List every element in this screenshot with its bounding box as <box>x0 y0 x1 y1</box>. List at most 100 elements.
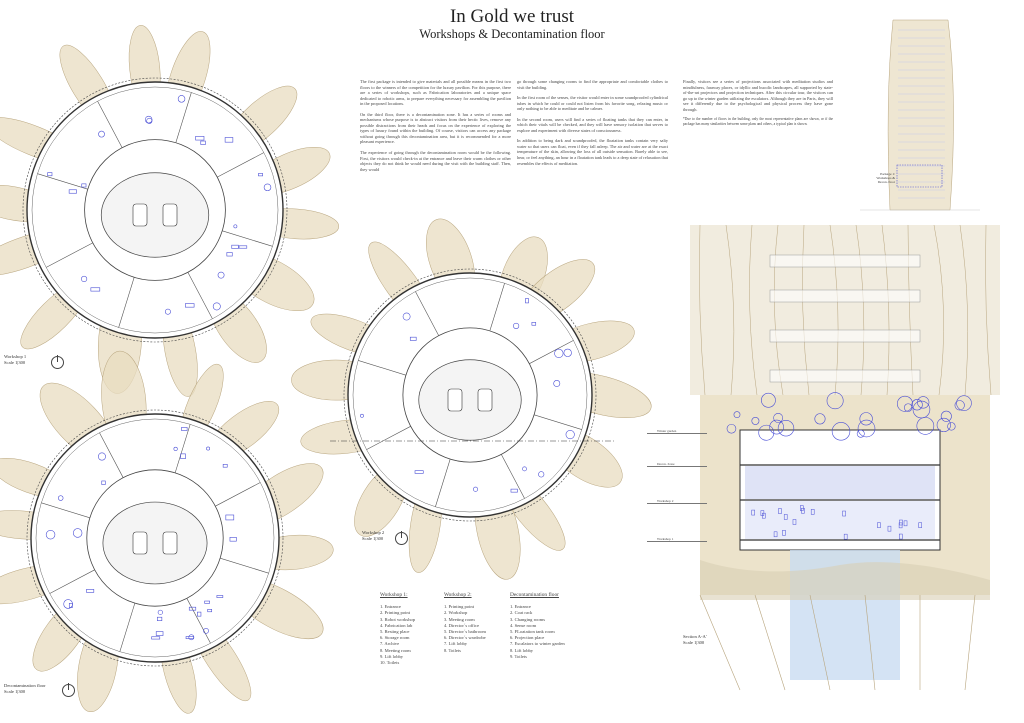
legend-item: 8. Lift lobby <box>510 647 534 653</box>
upper-floor <box>769 289 921 303</box>
lift-core <box>477 388 493 412</box>
drawing-name: Section A-A' <box>683 634 707 639</box>
furniture <box>538 471 545 478</box>
winter-garden-tree <box>936 417 951 433</box>
level-name: Winter garden <box>657 429 677 433</box>
legend-item: 3. Meeting room <box>444 616 475 622</box>
partition-wall <box>118 277 135 328</box>
partition-wall <box>49 569 95 594</box>
legend-title: Decontamination floor <box>510 592 559 598</box>
legend-item: 4. Sense room <box>510 622 537 628</box>
partition-wall <box>366 426 411 450</box>
furniture <box>513 322 520 330</box>
legend-item: 6. Director´s wardrobe <box>444 635 486 641</box>
drawing-scale: Scale 1|300 <box>4 689 26 694</box>
furniture <box>157 609 163 615</box>
winter-garden-tree <box>912 400 931 419</box>
foundation-rib <box>754 594 786 691</box>
legend-item: 7. Escalators to winter garden <box>510 641 565 647</box>
furniture <box>360 413 364 418</box>
furniture <box>63 599 73 609</box>
furniture <box>195 136 205 141</box>
partition-wall <box>187 272 213 319</box>
partition-wall <box>529 340 574 364</box>
partition-wall <box>501 454 525 499</box>
plan-decontamination <box>0 350 334 714</box>
outer-slab <box>343 268 597 522</box>
furniture <box>229 537 237 542</box>
level-marker: Workshop 2 <box>647 499 707 504</box>
legend-item: 1. Entrance <box>510 604 531 610</box>
winter-garden-tree <box>777 420 795 437</box>
winter-garden-tree <box>758 424 775 441</box>
winter-garden-tree <box>761 392 776 408</box>
core <box>100 172 210 258</box>
workshop1-label: Workshop 1 Scale 1|300 <box>4 354 26 366</box>
section-furniture <box>918 522 922 528</box>
furniture <box>565 430 575 440</box>
winter-garden-tree <box>733 411 741 419</box>
winter-garden-tree <box>947 422 956 431</box>
section-furniture <box>877 522 881 528</box>
furniture <box>200 140 206 145</box>
furniture <box>473 486 479 492</box>
lift-core <box>162 531 178 555</box>
partition-wall <box>46 242 93 268</box>
legend-item: 8. Toilets <box>444 647 461 653</box>
legend-item: 4. Director´s office <box>444 622 479 628</box>
furniture <box>72 528 83 538</box>
furniture <box>554 348 564 358</box>
outer-slab <box>22 77 288 343</box>
furniture <box>155 631 164 636</box>
winter-garden-tree <box>903 403 913 412</box>
furniture <box>225 514 235 521</box>
legend-title: Workshop 1: <box>380 592 408 598</box>
furniture <box>231 244 239 249</box>
furniture <box>222 464 228 468</box>
partition-wall <box>489 283 505 331</box>
level-marker: Decon. Zone <box>647 462 707 467</box>
section-furniture <box>773 531 778 538</box>
partition-wall <box>99 432 124 478</box>
winter-garden-tree <box>954 400 965 411</box>
furniture <box>510 488 518 493</box>
partition-wall <box>119 603 136 652</box>
section-furniture <box>801 507 805 514</box>
decon-label: Decontamination floor Scale 1|300 <box>4 683 46 695</box>
workshop2-label: Workshop 2 Scale 1|300 <box>362 530 384 542</box>
upper-facade <box>690 225 1000 395</box>
section-label: Section A-A' Scale 1|300 <box>683 634 707 646</box>
furniture <box>238 245 248 249</box>
winter-garden-tree <box>826 392 844 410</box>
drawing-name: Workshop 1 <box>4 354 27 359</box>
north-arrow-icon <box>395 531 408 545</box>
legend-item: 6. Storage room <box>380 635 410 641</box>
legend-item: 5. Director´s bathroom <box>444 629 486 635</box>
furniture <box>216 595 224 598</box>
winter-garden-tree <box>856 429 865 438</box>
core <box>102 501 208 585</box>
furniture <box>409 336 417 341</box>
furniture <box>414 470 424 474</box>
foundation-rib <box>864 594 876 691</box>
partition-wall <box>97 101 123 148</box>
furniture <box>203 628 209 634</box>
drawing-name: Decontamination floor <box>4 683 46 688</box>
furniture <box>90 287 101 292</box>
furniture <box>217 271 225 279</box>
decon-zone <box>745 466 935 499</box>
drawing-scale: Scale 1|300 <box>683 640 705 645</box>
partition-wall <box>534 414 582 430</box>
north-arrow-icon <box>62 683 75 697</box>
section-furniture <box>782 530 786 536</box>
furniture <box>185 303 195 308</box>
section-furniture <box>842 510 846 517</box>
section-furniture <box>751 509 755 516</box>
furniture <box>177 95 186 103</box>
plan-workshop2 <box>291 218 652 580</box>
legend-item: 2. Coat rack <box>510 610 533 616</box>
furniture <box>531 322 537 326</box>
page-subtitle: Workshops & Decontamination floor <box>419 27 605 41</box>
